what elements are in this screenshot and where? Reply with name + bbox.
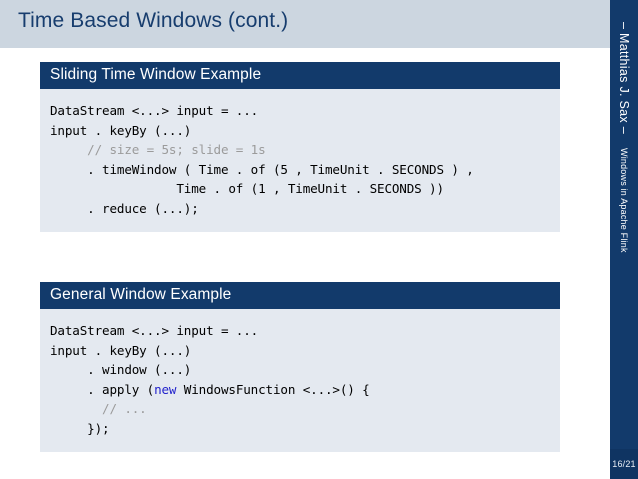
code-listing: DataStream <...> input = ... input . key… — [50, 323, 370, 436]
code-block-body: DataStream <...> input = ... input . key… — [40, 309, 560, 452]
code-listing: DataStream <...> input = ... input . key… — [50, 103, 474, 216]
sidebar-author: – Matthias J. Sax – — [617, 22, 631, 134]
code-block-header: General Window Example — [40, 282, 560, 309]
page-number: 16/21 — [612, 459, 636, 469]
code-block-sliding-time-window: Sliding Time Window Example DataStream <… — [40, 62, 560, 232]
slide-content: Sliding Time Window Example DataStream <… — [0, 48, 610, 479]
code-block-body: DataStream <...> input = ... input . key… — [40, 89, 560, 232]
sidebar: – Matthias J. Sax – Windows in Apache Fl… — [610, 0, 638, 479]
sidebar-subject: Windows in Apache Flink — [619, 148, 629, 253]
title-bar: Time Based Windows (cont.) — [0, 0, 610, 48]
page-number-box: 16/21 — [610, 449, 638, 479]
code-block-general-window: General Window Example DataStream <...> … — [40, 282, 560, 452]
page-title: Time Based Windows (cont.) — [18, 9, 289, 32]
code-block-header: Sliding Time Window Example — [40, 62, 560, 89]
sidebar-inner: – Matthias J. Sax – Windows in Apache Fl… — [610, 0, 638, 445]
